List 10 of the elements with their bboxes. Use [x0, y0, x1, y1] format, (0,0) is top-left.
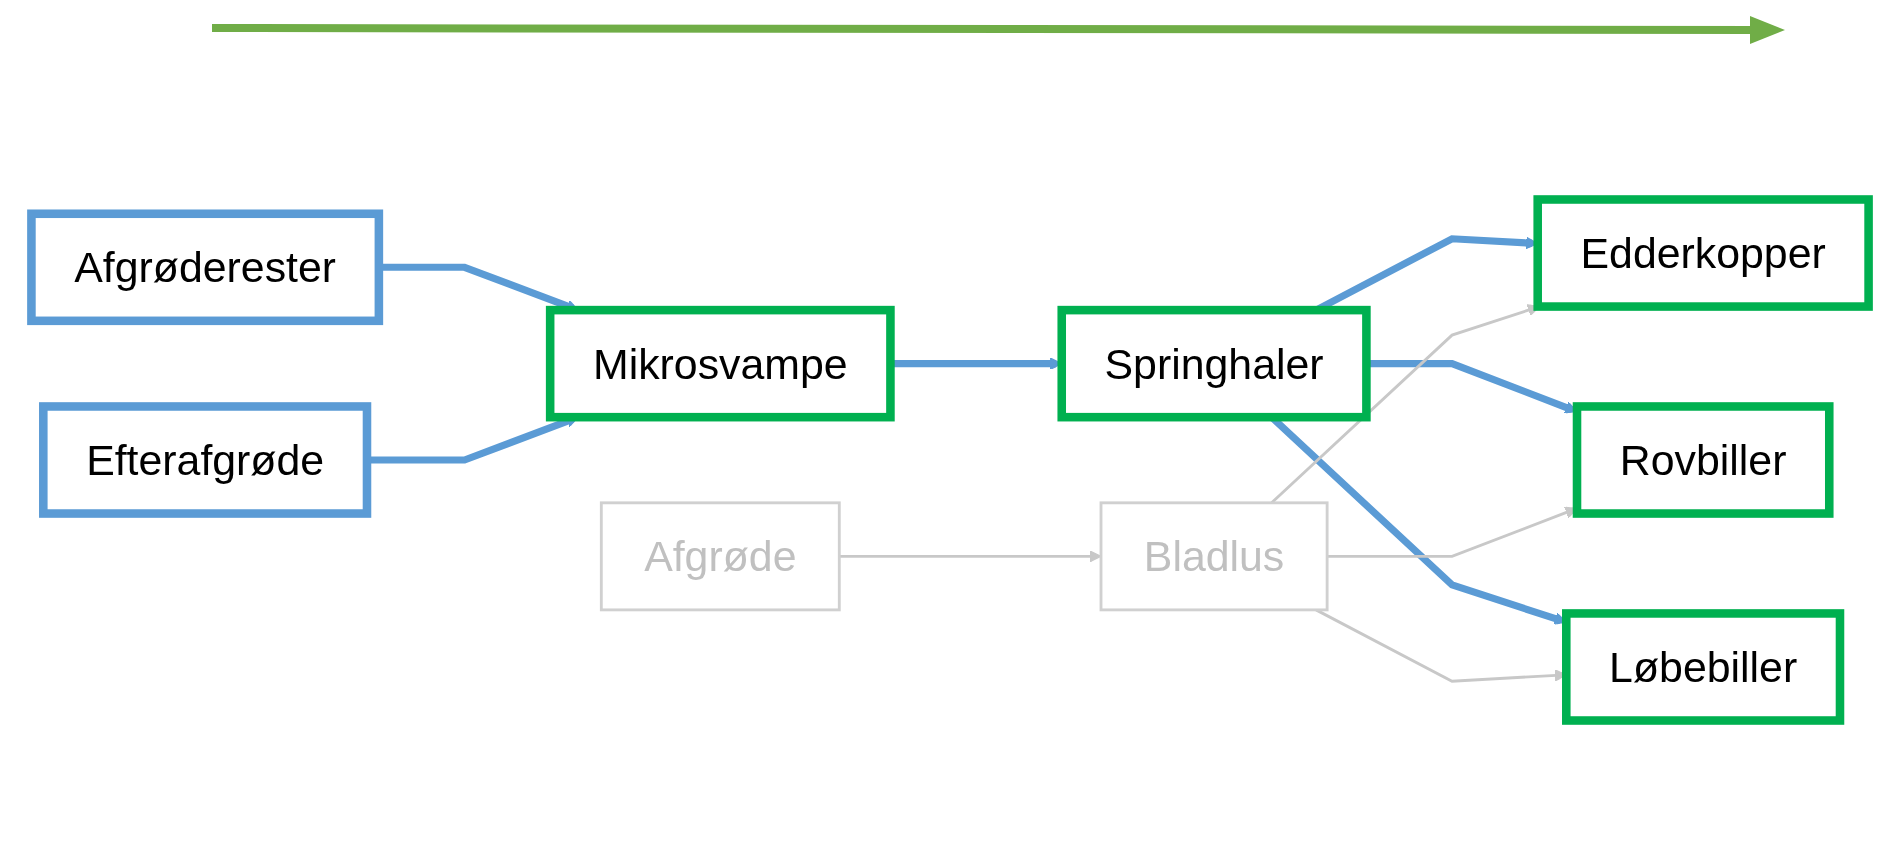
node-box: Springhaler: [1057, 305, 1371, 422]
node-box: Rovbiller: [1572, 402, 1834, 518]
arrow: [839, 550, 1102, 563]
node-box: Efterafgrøde: [39, 402, 372, 518]
node-box: Edderkopper: [1533, 195, 1873, 311]
node-box: Bladlus: [1099, 501, 1329, 612]
node-box: Afgrøde: [599, 501, 841, 612]
node-box: Mikrosvampe: [545, 305, 895, 422]
node-box: Afgrøderester: [27, 209, 384, 326]
node-box: Løbebiller: [1562, 609, 1845, 725]
